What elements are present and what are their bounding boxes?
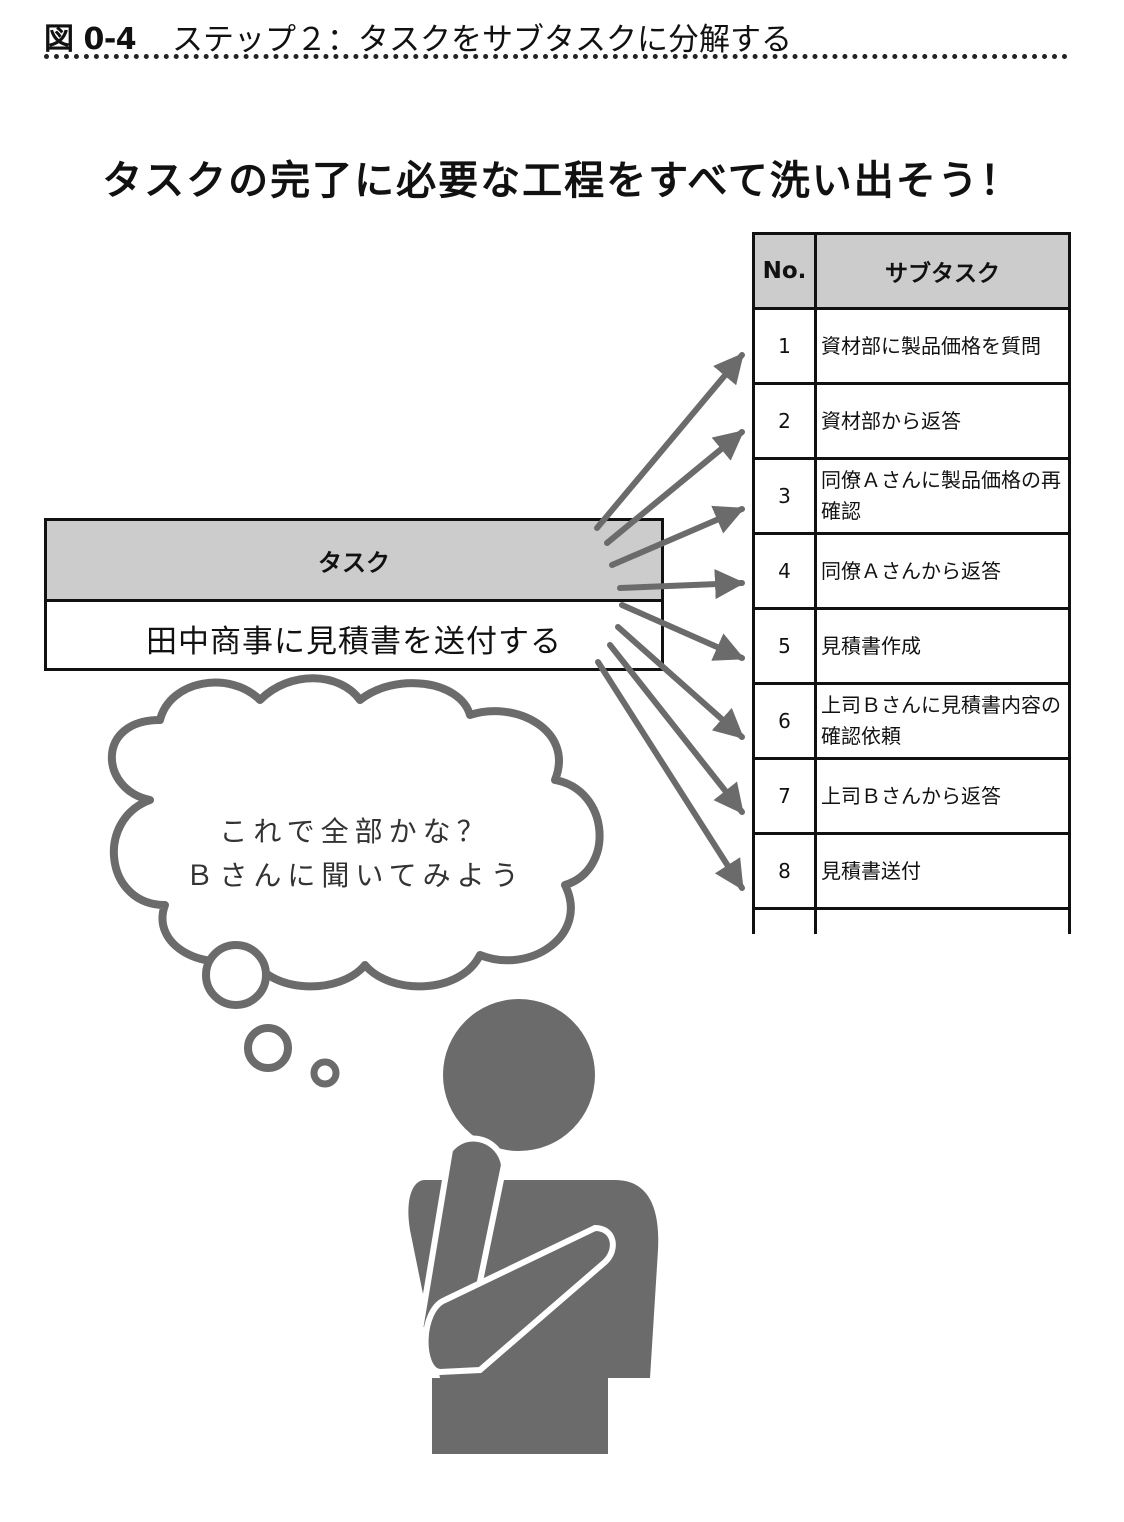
row-number: 5	[752, 607, 817, 685]
row-subtask: 資材部に製品価格を質問	[814, 307, 1071, 385]
row-subtask: 上司Ｂさんから返答	[814, 757, 1071, 835]
figure-title: ステップ２：タスクをサブタスクに分解する	[172, 22, 792, 58]
thought-bubble-icon	[107, 674, 604, 1088]
arrow-5	[619, 602, 745, 661]
thought-text: これで全部かな？ Ｂさんに聞いてみよう	[150, 810, 560, 898]
table-row: 2 資材部から返答	[752, 382, 1071, 460]
arrow-4	[617, 569, 745, 600]
thought-line-2: Ｂさんに聞いてみよう	[185, 859, 525, 892]
thought-line-1: これで全部かな？	[219, 815, 491, 848]
table-row-continuation	[752, 907, 1071, 934]
row-number: 6	[752, 682, 817, 760]
thinking-person-icon	[408, 999, 659, 1454]
headline: タスクの完了に必要な工程をすべて洗い出そう！	[102, 158, 1022, 204]
task-box: タスク 田中商事に見積書を送付する	[44, 518, 664, 671]
row-subtask: 見積書送付	[814, 832, 1071, 910]
arrow-2	[604, 429, 745, 546]
arrows	[594, 352, 745, 891]
arrow-6	[615, 624, 745, 740]
arrow-8	[595, 659, 745, 891]
column-header-no: No.	[752, 232, 817, 310]
row-number: 3	[752, 457, 817, 535]
row-number: 2	[752, 382, 817, 460]
row-subtask: 同僚Ａさんに製品価格の再確認	[814, 457, 1071, 535]
table-row: 1 資材部に製品価格を質問	[752, 307, 1071, 385]
subtask-header-row: No. サブタスク	[752, 232, 1071, 310]
row-subtask: 同僚Ａさんから返答	[814, 532, 1071, 610]
figure-header: 図 0-4 ステップ２：タスクをサブタスクに分解する	[44, 8, 1068, 60]
table-row: 8 見積書送付	[752, 832, 1071, 910]
arrow-3	[609, 505, 745, 568]
figure-number: 図 0-4	[44, 22, 137, 57]
table-row: 7 上司Ｂさんから返答	[752, 757, 1071, 835]
subtask-table: No. サブタスク 1 資材部に製品価格を質問 2 資材部から返答 3 同僚Ａさ…	[752, 232, 1071, 934]
dotted-divider	[44, 54, 1068, 59]
row-number: 7	[752, 757, 817, 835]
row-subtask: 上司Ｂさんに見積書内容の確認依頼	[814, 682, 1071, 760]
row-number: 4	[752, 532, 817, 610]
arrow-1	[594, 352, 745, 531]
table-row: 5 見積書作成	[752, 607, 1071, 685]
task-header: タスク	[47, 521, 661, 602]
arrow-7	[607, 642, 745, 815]
row-subtask: 資材部から返答	[814, 382, 1071, 460]
table-row: 4 同僚Ａさんから返答	[752, 532, 1071, 610]
table-row: 3 同僚Ａさんに製品価格の再確認	[752, 457, 1071, 535]
row-number: 1	[752, 307, 817, 385]
table-row: 6 上司Ｂさんに見積書内容の確認依頼	[752, 682, 1071, 760]
row-number: 8	[752, 832, 817, 910]
column-header-subtask: サブタスク	[814, 232, 1071, 310]
row-subtask: 見積書作成	[814, 607, 1071, 685]
task-value: 田中商事に見積書を送付する	[146, 623, 562, 660]
